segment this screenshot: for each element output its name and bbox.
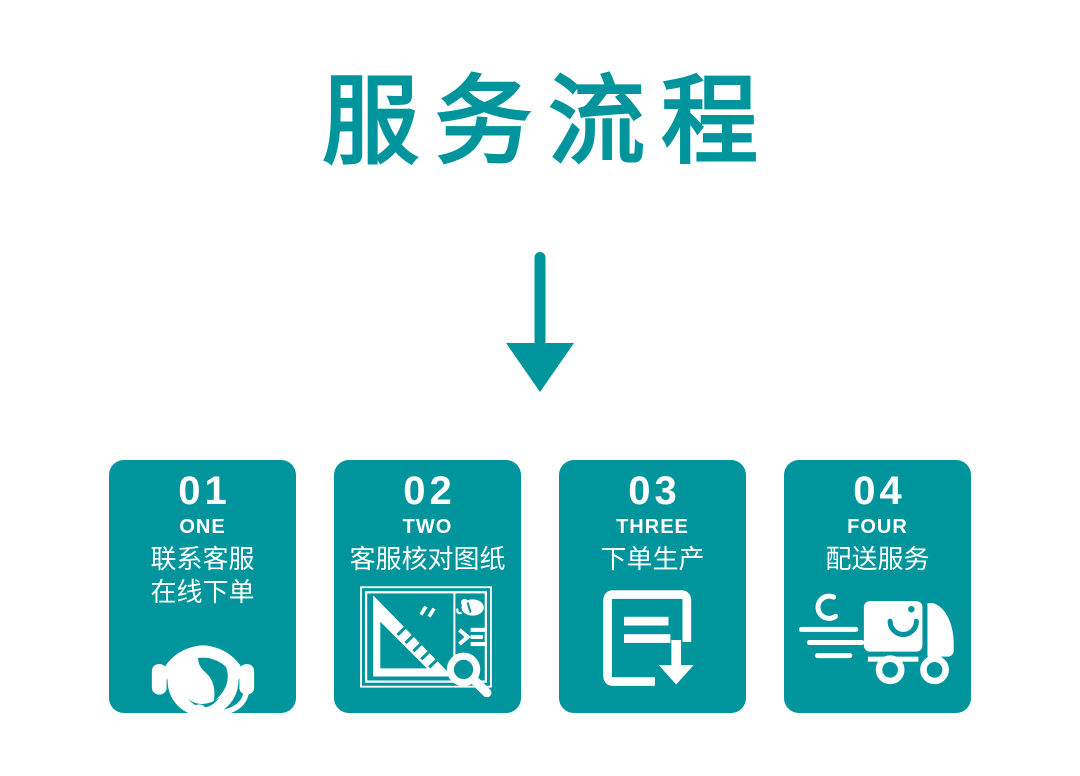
step-card-4: 04 FOUR 配送服务 (784, 459, 971, 713)
down-arrow-icon (506, 251, 574, 392)
step-card-3: 03 THREE 下单生产 (559, 459, 746, 713)
step-card-2: 02 TWO 客服核对图纸 (334, 459, 521, 713)
step-number: 02 (403, 468, 456, 513)
step-description: 联系客服 在线下单 (150, 543, 255, 608)
step-number: 03 (628, 468, 681, 513)
delivery-truck-icon (799, 594, 954, 685)
step-english-label: ONE (179, 515, 226, 538)
step-description: 客服核对图纸 (349, 543, 506, 574)
steps-row: 01 ONE 联系客服 在线下单 (109, 459, 971, 721)
step-number: 04 (853, 468, 906, 513)
page-title: 服务流程 (322, 67, 774, 176)
step-description: 配送服务 (825, 543, 930, 574)
step-english-label: THREE (616, 515, 689, 538)
step-description: 下单生产 (600, 543, 705, 574)
customer-service-headset-icon (151, 645, 254, 721)
step-card-1: 01 ONE 联系客服 在线下单 (109, 459, 296, 721)
production-order-icon (602, 590, 694, 687)
step-english-label: FOUR (847, 515, 908, 538)
drawing-review-icon (360, 586, 492, 698)
step-english-label: TWO (402, 515, 453, 538)
step-number: 01 (178, 468, 231, 513)
